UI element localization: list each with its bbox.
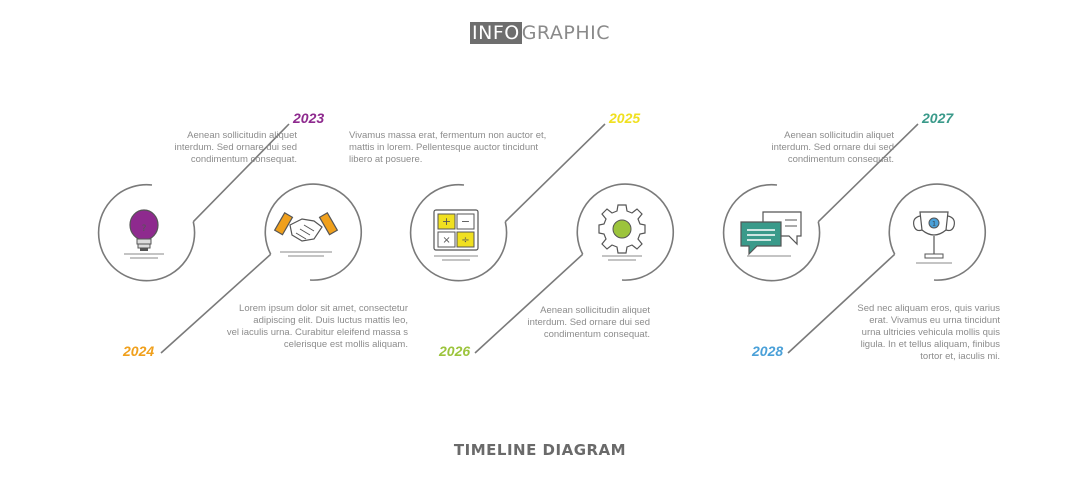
description-line: ligula. In et tellus aliquam, finibus: [860, 339, 1000, 350]
description-line: Vivamus massa erat, fermentum non auctor…: [349, 130, 547, 141]
milestone-ring-3: [409, 183, 508, 282]
calculator-icon: + − × ÷: [433, 209, 479, 261]
description-line: vel iaculis urna. Curabitur eleifend mas…: [226, 327, 408, 338]
handshake-icon: [273, 212, 339, 257]
milestone-ring-4: [576, 183, 675, 281]
year-label-2028: 2028: [752, 343, 784, 359]
description-line: Aenean sollicitudin aliquet: [540, 305, 650, 316]
milestone-ring-2: [264, 183, 363, 281]
svg-text:÷: ÷: [461, 235, 469, 246]
header-rest: GRAPHIC: [521, 22, 610, 44]
description-line: erat. Vivamus eu urna tincidunt: [869, 315, 1000, 326]
connector-line-2028: [787, 253, 896, 354]
header-highlight: INFO: [470, 22, 522, 44]
description-line: mattis in lorem. Pellentesque auctor tin…: [349, 142, 539, 153]
description-line: tortor et, iaculis mi.: [920, 351, 1000, 362]
description-line: condimentum consequat.: [190, 154, 297, 165]
description-2026: Aenean sollicitudin aliquet interdum. Se…: [468, 305, 650, 341]
description-line: urna ultricies vehicula mollis quis: [861, 327, 1000, 338]
description-line: libero at posuere.: [349, 154, 423, 165]
connector-line-2023: [192, 123, 290, 223]
svg-text:1: 1: [932, 221, 936, 228]
connector-line-2025: [504, 123, 606, 223]
description-line: condimentum consequat.: [787, 154, 894, 165]
description-2025: Vivamus massa erat, fermentum non auctor…: [349, 130, 589, 166]
connector-line-2026: [474, 253, 584, 354]
lightbulb-icon: ?: [124, 209, 164, 259]
description-line: condimentum consequat.: [543, 329, 650, 340]
description-line: interdum. Sed ornare dui sed: [527, 317, 650, 328]
description-line: Lorem ipsum dolor sit amet, consectetur: [239, 303, 408, 314]
description-line: adipiscing elit. Duis luctus mattis leo,: [253, 315, 408, 326]
description-2027: Aenean sollicitudin aliquet interdum. Se…: [722, 130, 894, 166]
description-2028: Sed nec aliquam eros, quis varius erat. …: [790, 303, 1000, 363]
milestone-ring-5: [722, 183, 821, 282]
chat-bubbles-icon: [740, 211, 802, 257]
trophy-icon: 1: [913, 211, 955, 264]
description-2024: Lorem ipsum dolor sit amet, consectetur …: [168, 303, 408, 351]
year-label-2027: 2027: [922, 110, 954, 126]
connector-line-2024: [160, 253, 272, 354]
year-label-2025: 2025: [609, 110, 641, 126]
diagram-title: TIMELINE DIAGRAM: [453, 441, 627, 459]
milestone-ring-6: [888, 183, 987, 281]
svg-text:+: +: [442, 215, 451, 228]
year-label-2024: 2024: [123, 343, 155, 359]
description-line: celerisque est mollis aliquam.: [283, 339, 408, 350]
year-label-2026: 2026: [439, 343, 471, 359]
description-line: Aenean sollicitudin aliquet: [784, 130, 894, 141]
svg-text:?: ?: [142, 224, 147, 234]
year-label-2023: 2023: [293, 110, 325, 126]
svg-text:−: −: [461, 215, 470, 228]
description-line: Aenean sollicitudin aliquet: [187, 130, 297, 141]
description-line: interdum. Sed ornare dui sed: [771, 142, 894, 153]
connector-line-2027: [817, 123, 919, 223]
description-line: Sed nec aliquam eros, quis varius: [857, 303, 1000, 314]
gear-icon: [598, 204, 646, 261]
description-2023: Aenean sollicitudin aliquet interdum. Se…: [112, 130, 297, 166]
milestone-ring-1: [97, 183, 196, 282]
svg-text:×: ×: [442, 235, 450, 246]
description-line: interdum. Sed ornare dui sed: [174, 142, 297, 153]
